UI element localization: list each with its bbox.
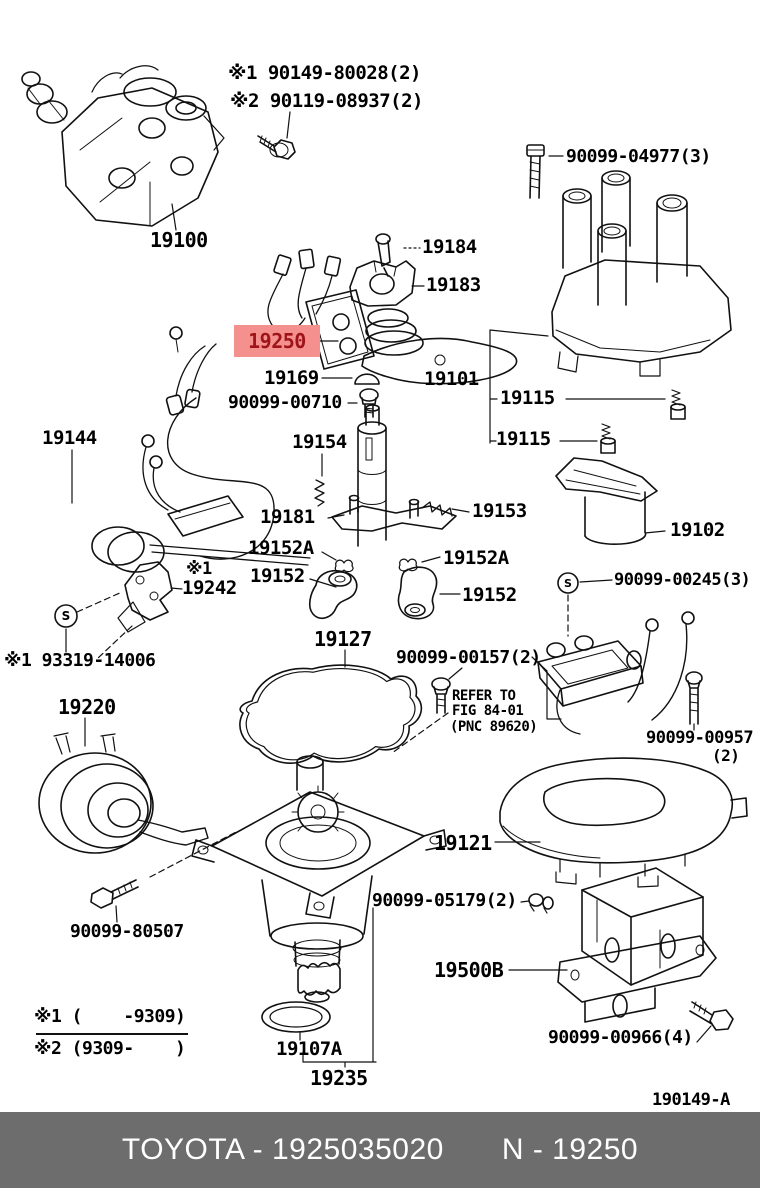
- drawing-distributor-assembly-19100: [22, 66, 224, 226]
- part-label-19500b[interactable]: 19500B: [434, 958, 504, 982]
- drawing-bolt-80507: [91, 880, 138, 908]
- part-label-90099-05179[interactable]: 90099-05179(2): [372, 890, 517, 911]
- highlighted-part-19250[interactable]: 19250: [234, 325, 320, 357]
- part-label-90099-00245[interactable]: 90099-00245(3): [614, 570, 751, 590]
- drawing-distributor-cap: [552, 171, 731, 376]
- dashed-leaders: [77, 592, 568, 877]
- drawing-gasket-19127: [240, 665, 421, 763]
- drawing-housing: [192, 756, 446, 1002]
- drawing-19242: [118, 562, 172, 632]
- part-label-90099-00957-qty: (2): [712, 746, 740, 765]
- note-mark-19242: ※1: [186, 559, 212, 579]
- drawing-cover-19121: [500, 758, 747, 887]
- drawing-governor-shaft: [358, 405, 386, 546]
- drawing-19169: [355, 374, 379, 384]
- drawing-module: [538, 612, 694, 734]
- part-label-90099-80507[interactable]: 90099-80507: [70, 921, 184, 942]
- part-label-19102[interactable]: 19102: [670, 519, 725, 541]
- part-label-19169[interactable]: 19169: [264, 367, 319, 389]
- drawing-19144: [92, 327, 310, 572]
- drawing-bolt-04977: [527, 145, 544, 198]
- drawing-clip-19152a-right: [399, 559, 417, 571]
- part-label-90149-80028[interactable]: ※1 90149-80028(2): [228, 62, 422, 84]
- figure-code: 190149-A: [652, 1090, 730, 1110]
- part-label-19154[interactable]: 19154: [292, 431, 347, 453]
- part-label-90099-00157[interactable]: 90099-00157(2): [396, 647, 541, 668]
- s-marker-circle-1: [55, 605, 77, 627]
- part-label-19121[interactable]: 19121: [434, 831, 492, 855]
- drawing-19250-cover: [268, 249, 517, 384]
- drawing-19183: [350, 261, 415, 306]
- part-label-19115-upper[interactable]: 19115: [500, 387, 555, 409]
- drawing-weight-19152-right: [399, 567, 437, 618]
- footer-part-number: TOYOTA - 1925035020: [121, 1133, 444, 1166]
- drawing-weight-19152-left: [310, 571, 357, 618]
- drawing-19220: [39, 733, 208, 853]
- part-label-19242[interactable]: 19242: [182, 577, 237, 599]
- drawing-plate-19181: [332, 496, 456, 532]
- part-label-19152a-left[interactable]: 19152A: [248, 537, 314, 559]
- drawing-bolt-00966: [690, 1002, 733, 1030]
- part-label-19153[interactable]: 19153: [472, 500, 527, 522]
- part-label-19101[interactable]: 19101: [424, 368, 479, 390]
- part-label-19107a[interactable]: 19107A: [276, 1038, 342, 1060]
- drawing-screw-00710: [360, 389, 378, 417]
- part-label-19100[interactable]: 19100: [150, 228, 208, 252]
- refer-note-line2: FIG 84-01: [452, 703, 524, 719]
- refer-note-line1: REFER TO: [452, 688, 516, 704]
- part-label-19235[interactable]: 19235: [310, 1066, 368, 1090]
- footer-catalog-number: N - 19250: [501, 1133, 639, 1166]
- drawing-19115-lower: [601, 424, 615, 453]
- part-label-19181[interactable]: 19181: [260, 506, 315, 528]
- part-label-19152-right[interactable]: 19152: [462, 584, 517, 606]
- drawing-rotor-19102: [556, 458, 657, 544]
- drawing-spring-19154: [315, 480, 324, 506]
- part-label-19220[interactable]: 19220: [58, 695, 116, 719]
- part-label-19127[interactable]: 19127: [314, 627, 372, 651]
- drawing-screw-00157: [432, 678, 450, 713]
- part-label-90099-00966[interactable]: 90099-00966(4): [548, 1027, 693, 1048]
- drawing-clip-05179: [529, 894, 553, 913]
- leader-lines: [66, 112, 711, 1067]
- drawing-screw-00957: [686, 672, 702, 724]
- s-marker-letter-1: S: [61, 609, 71, 623]
- part-label-19115-lower[interactable]: 19115: [496, 428, 551, 450]
- part-label-90099-00957[interactable]: 90099-00957: [646, 728, 754, 748]
- drawing-spring-19153: [422, 502, 452, 516]
- note-range-2: ※2 (9309- ): [34, 1038, 186, 1059]
- part-label-19152-left[interactable]: 19152: [250, 565, 305, 587]
- drawing-bolt-90149: [258, 136, 295, 159]
- part-label-93319-14006[interactable]: ※1 93319-14006: [4, 650, 156, 671]
- s-marker-circle-2: [558, 573, 578, 593]
- s-marker-letter-2: S: [564, 577, 572, 590]
- refer-note-line3: (PNC 89620): [450, 719, 538, 735]
- drawing-19115-upper: [671, 390, 685, 419]
- drawing-igniter-19500b: [558, 868, 716, 1022]
- drawing-oring-19107a: [262, 1002, 330, 1032]
- note-divider-line: [36, 1033, 188, 1035]
- part-label-90119-08937[interactable]: ※2 90119-08937(2): [230, 90, 424, 112]
- part-label-19183[interactable]: 19183: [426, 274, 481, 296]
- footer-bar: TOYOTA - 1925035020 N - 19250: [0, 1112, 760, 1188]
- part-label-19144[interactable]: 19144: [42, 427, 97, 449]
- note-range-1: ※1 ( -9309): [34, 1006, 186, 1027]
- part-label-19250: 19250: [248, 328, 306, 353]
- part-label-90099-00710[interactable]: 90099-00710: [228, 392, 342, 413]
- diagram-line-art: [0, 0, 760, 1112]
- drawing-19184: [376, 234, 390, 276]
- part-label-90099-04977[interactable]: 90099-04977(3): [566, 146, 711, 167]
- part-label-19152a-right[interactable]: 19152A: [443, 547, 509, 569]
- part-label-19184[interactable]: 19184: [422, 236, 477, 258]
